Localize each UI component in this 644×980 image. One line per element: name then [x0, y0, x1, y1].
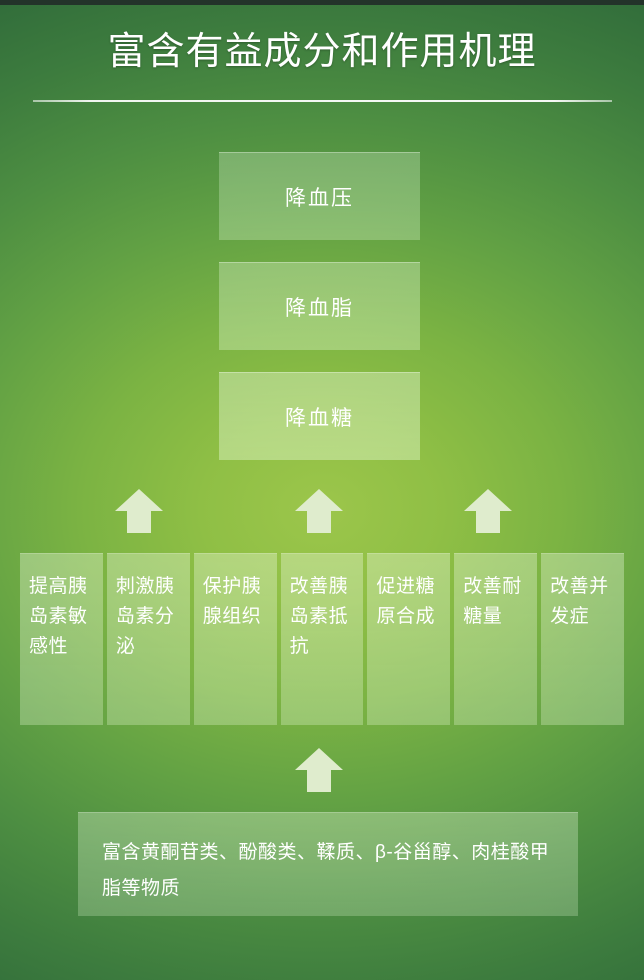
- mechanism-box[interactable]: 改善并发症: [541, 553, 625, 725]
- arrow-up-icon: [113, 487, 165, 535]
- mechanism-label: 提高胰岛素敏感性: [29, 576, 88, 657]
- mechanism-label: 改善胰岛素抵抗: [289, 576, 349, 657]
- mechanism-label: 改善并发症: [550, 576, 609, 627]
- page-title: 富含有益成分和作用机理: [107, 31, 537, 73]
- top-edge-bar: [0, 0, 644, 5]
- arrow-up-icon: [293, 487, 345, 535]
- mechanism-box[interactable]: 改善耐糖量: [454, 553, 538, 725]
- mechanism-label: 刺激胰岛素分泌: [115, 576, 175, 657]
- effect-label: 降血脂: [285, 296, 354, 320]
- mechanism-box[interactable]: 提高胰岛素敏感性: [20, 553, 103, 725]
- effect-label: 降血糖: [285, 406, 354, 430]
- effect-label: 降血压: [285, 186, 354, 210]
- mechanism-box[interactable]: 促进糖原合成: [367, 553, 451, 725]
- mechanism-label: 保护胰腺组织: [202, 576, 262, 627]
- mechanism-box[interactable]: 保护胰腺组织: [193, 553, 277, 725]
- effect-box-blood-sugar[interactable]: 降血糖: [219, 372, 420, 460]
- title-divider: [33, 100, 612, 102]
- effect-box-blood-pressure[interactable]: 降血压: [219, 152, 420, 240]
- title-area: 富含有益成分和作用机理: [0, 26, 644, 78]
- source-text: 富含黄酮苷类、酚酸类、鞣质、β-谷甾醇、肉桂酸甲脂等物质: [102, 842, 550, 899]
- source-ingredients-box[interactable]: 富含黄酮苷类、酚酸类、鞣质、β-谷甾醇、肉桂酸甲脂等物质: [78, 812, 578, 916]
- mechanism-label: 促进糖原合成: [376, 576, 435, 627]
- arrow-up-icon: [462, 487, 514, 535]
- mechanism-box[interactable]: 刺激胰岛素分泌: [106, 553, 190, 725]
- mechanism-row: 提高胰岛素敏感性 刺激胰岛素分泌 保护胰腺组织 改善胰岛素抵抗 促进糖原合成 改…: [20, 553, 625, 725]
- mechanism-box[interactable]: 改善胰岛素抵抗: [280, 553, 364, 725]
- effect-box-blood-lipid[interactable]: 降血脂: [219, 262, 420, 350]
- mechanism-label: 改善耐糖量: [463, 576, 522, 627]
- arrow-up-icon: [293, 746, 345, 794]
